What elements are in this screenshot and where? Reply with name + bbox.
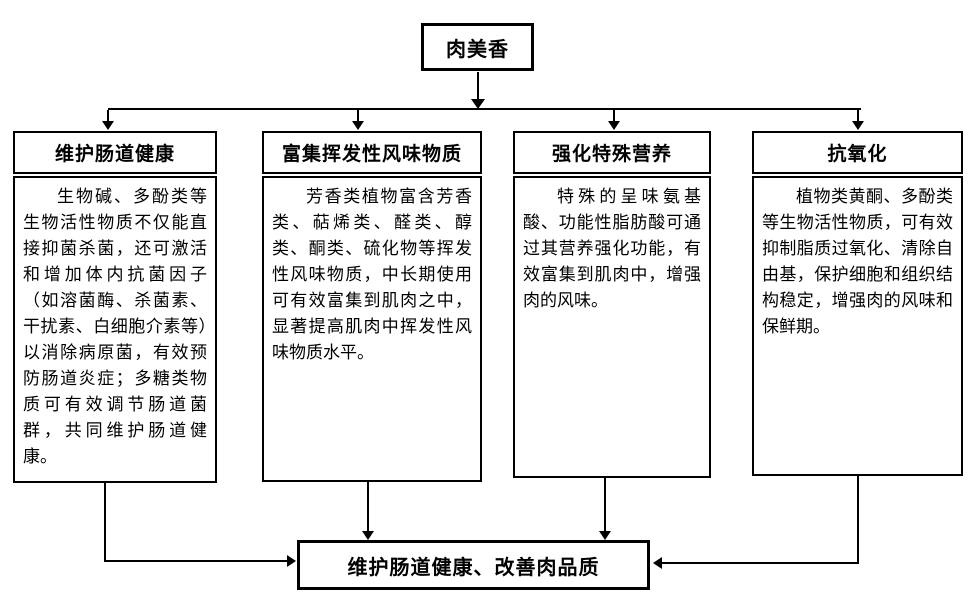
branch-header-volatile-flavor: 富集挥发性风味物质 — [262, 131, 482, 174]
branch-text: 芳香类植物富含芳香类、萜烯类、醛类、醇类、酮类、硫化物等挥发性风味物质，中长期使… — [272, 187, 472, 362]
branch-text: 生物碱、多酚类等生物活性物质不仅能直接抑菌杀菌，还可激活和增加体内抗菌因子（如溶… — [23, 187, 207, 466]
branch-header-special-nutrition: 强化特殊营养 — [513, 131, 711, 174]
branch-title: 抗氧化 — [827, 144, 888, 165]
branch-title: 强化特殊营养 — [551, 144, 672, 165]
outcome-node: 维护肠道健康、改善肉品质 — [297, 540, 650, 590]
branch-body-special-nutrition: 特殊的呈味氨基酸、功能性脂肪酸可通过其营养强化功能，有效富集到肌肉中，增强肉的风… — [513, 176, 711, 478]
branch-body-antioxidant: 植物类黄酮、多酚类等生物活性物质，可有效抑制脂质过氧化、清除自由基，保护细胞和组… — [752, 176, 963, 476]
branch-body-volatile-flavor: 芳香类植物富含芳香类、萜烯类、醛类、醇类、酮类、硫化物等挥发性风味物质，中长期使… — [262, 176, 482, 482]
outcome-label: 维护肠道健康、改善肉品质 — [347, 556, 600, 579]
branch-text: 植物类黄酮、多酚类等生物活性物质，可有效抑制脂质过氧化、清除自由基，保护细胞和组… — [762, 187, 953, 336]
root-node: 肉美香 — [421, 23, 534, 71]
branch-title: 维护肠道健康 — [54, 144, 175, 165]
branch-text: 特殊的呈味氨基酸、功能性脂肪酸可通过其营养强化功能，有效富集到肌肉中，增强肉的风… — [523, 187, 701, 310]
branch-title: 富集挥发性风味物质 — [281, 144, 462, 165]
branch-header-gut-health: 维护肠道健康 — [13, 131, 217, 174]
branch-body-gut-health: 生物碱、多酚类等生物活性物质不仅能直接抑菌杀菌，还可激活和增加体内抗菌因子（如溶… — [13, 176, 217, 483]
branch-header-antioxidant: 抗氧化 — [752, 131, 963, 174]
root-label: 肉美香 — [446, 38, 509, 61]
